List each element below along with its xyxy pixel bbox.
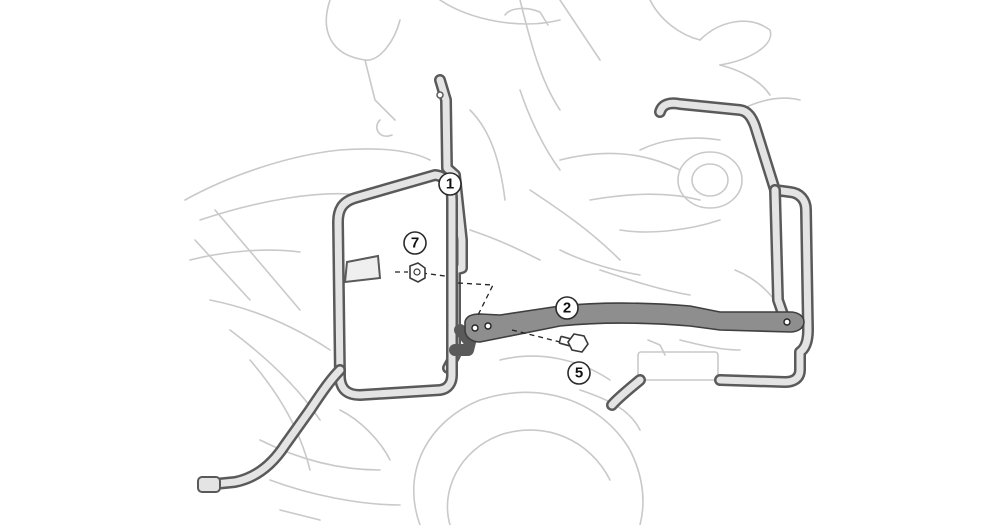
callout-2-label: 2 xyxy=(563,300,571,317)
cross-bar xyxy=(464,302,805,343)
callout-5: 5 xyxy=(567,361,591,385)
flange-nut-icon xyxy=(409,262,426,283)
callout-1-label: 1 xyxy=(446,176,454,193)
callout-1: 1 xyxy=(438,172,462,196)
assembly-guides xyxy=(395,271,561,343)
motorcycle-sketch xyxy=(184,0,801,525)
left-side-frame xyxy=(197,74,476,493)
callout-7: 7 xyxy=(403,231,427,255)
bolt-icon xyxy=(558,333,589,353)
callout-7-label: 7 xyxy=(411,235,419,252)
callout-2: 2 xyxy=(555,296,579,320)
callout-5-label: 5 xyxy=(575,365,583,382)
